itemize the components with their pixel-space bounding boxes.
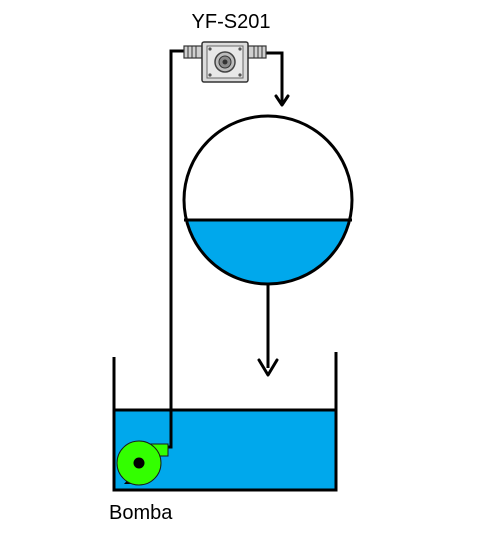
tank-walls bbox=[112, 352, 338, 492]
arrow-down-icon bbox=[274, 94, 290, 107]
flow-sensor-icon bbox=[183, 41, 267, 83]
sensor-label: YF-S201 bbox=[192, 11, 271, 33]
supply-pipe bbox=[166, 49, 186, 449]
arrow-down-icon bbox=[257, 358, 279, 377]
pump-label: Bomba bbox=[109, 502, 173, 524]
pump-icon bbox=[116, 440, 169, 486]
sensor-outlet-pipe bbox=[264, 51, 284, 102]
